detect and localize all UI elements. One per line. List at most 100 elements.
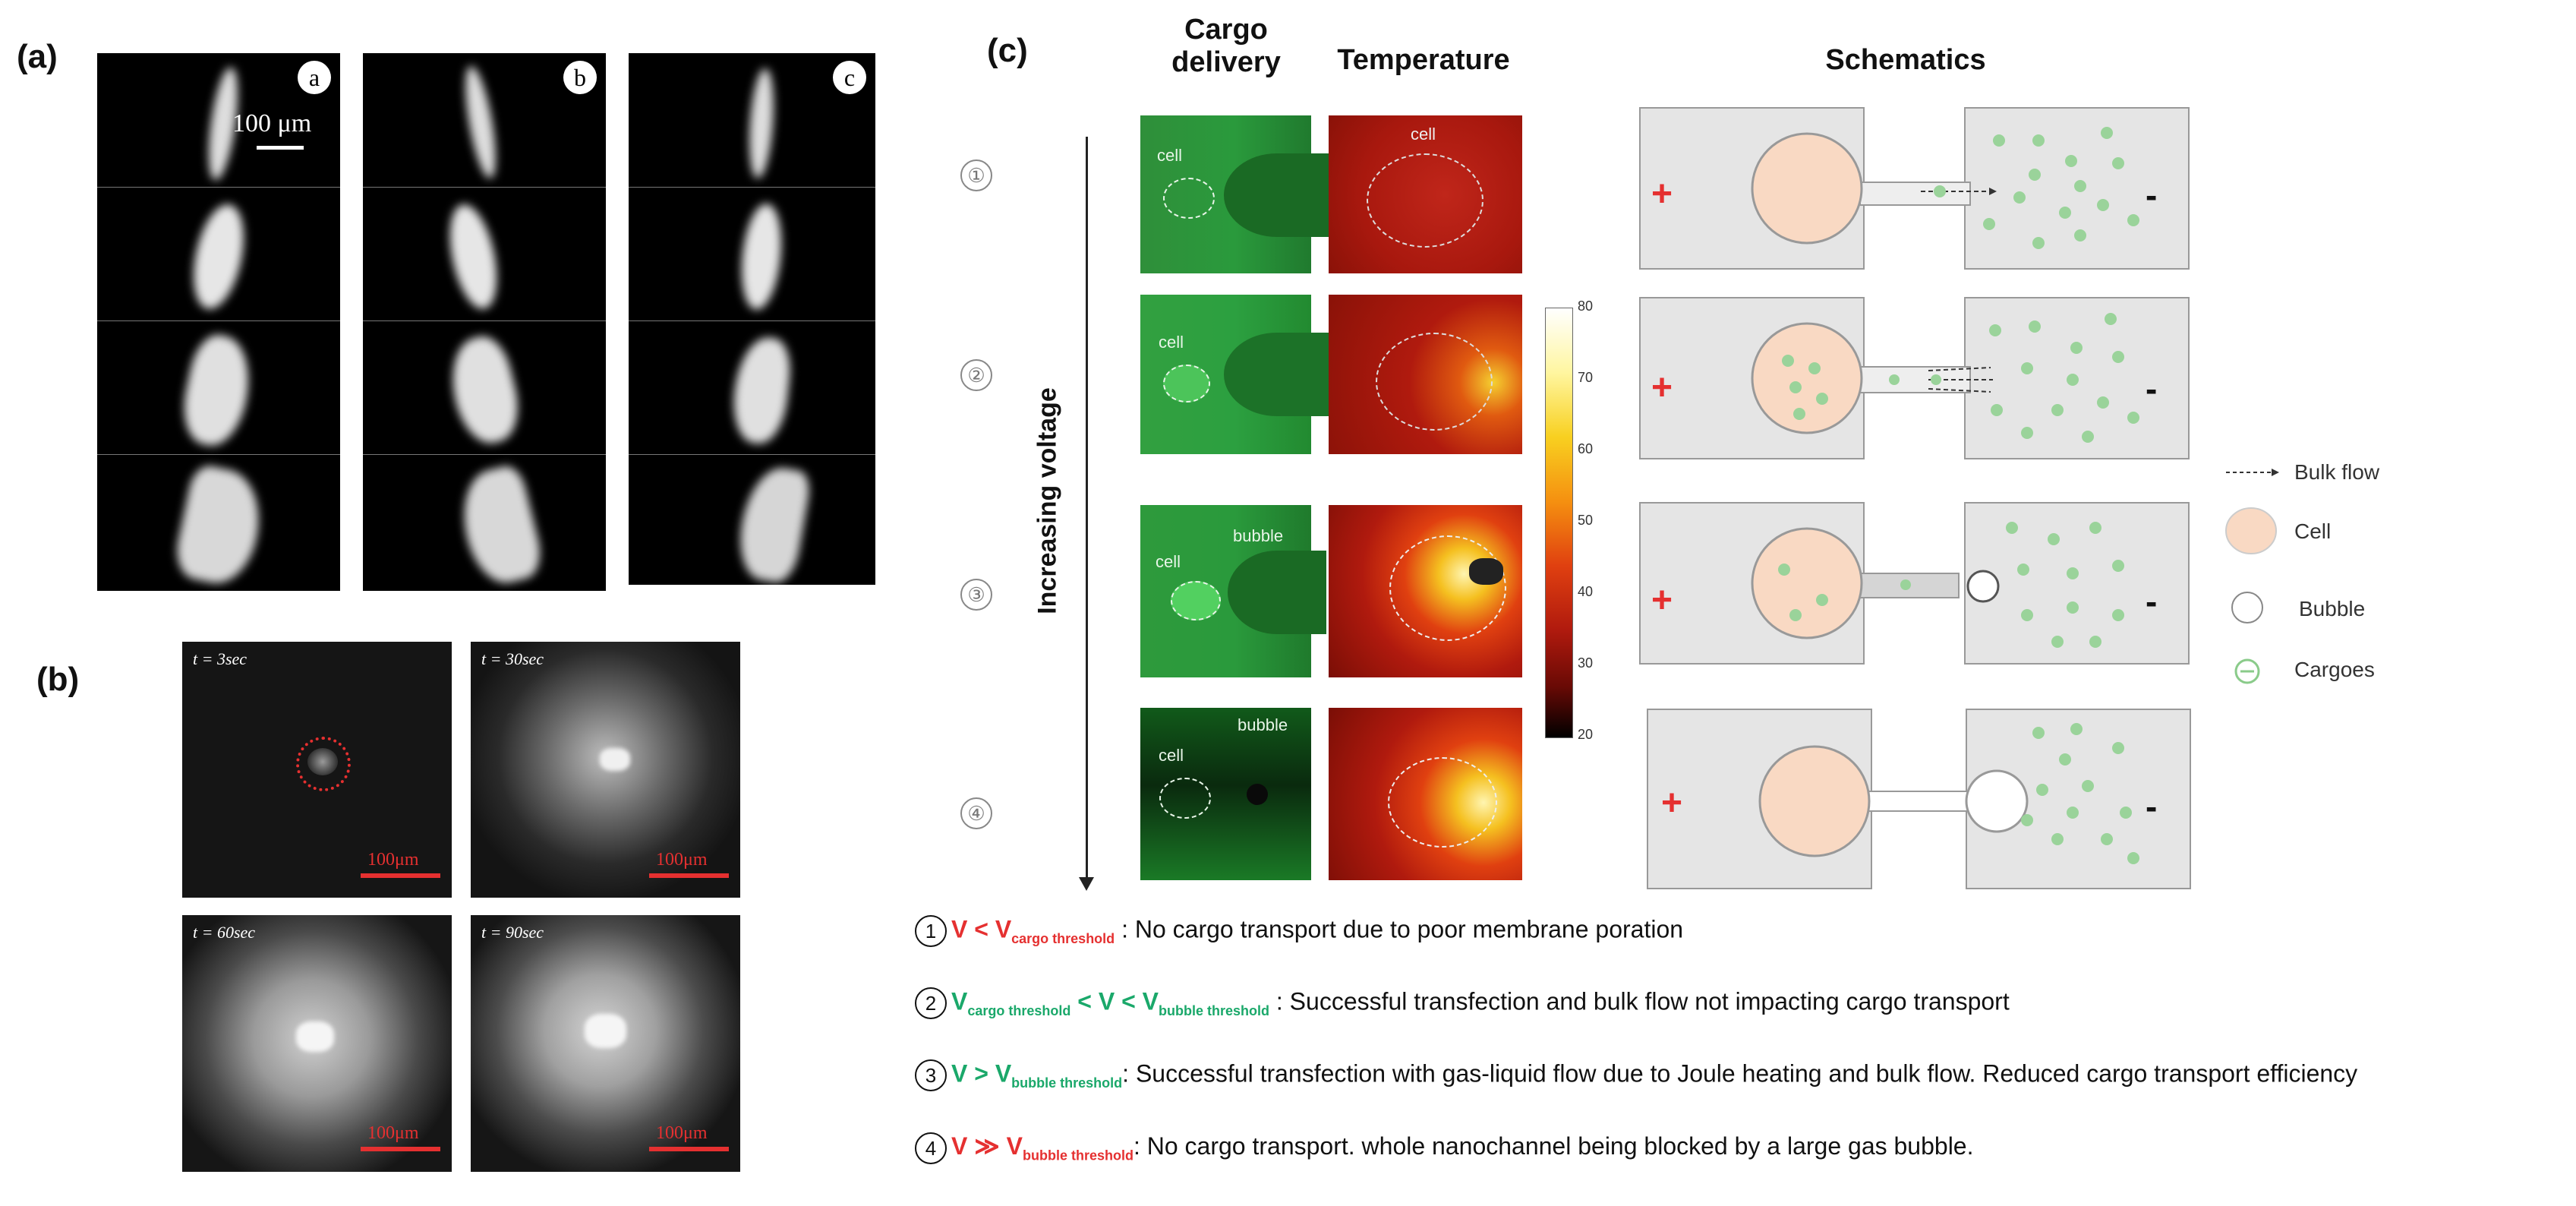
plus-sign-2: + — [1651, 368, 1673, 408]
cell-image — [442, 331, 527, 450]
column-letter-c: c — [833, 61, 866, 94]
frame-a3 — [97, 322, 340, 453]
cell-outline — [1163, 365, 1210, 403]
column-letter-a: a — [298, 61, 331, 94]
minus-sign-2: - — [2146, 369, 2158, 409]
scale-bar — [649, 873, 729, 878]
plus-sign-3: + — [1651, 580, 1673, 620]
cargo-image-1: cell — [1140, 115, 1330, 273]
cell-outline — [1367, 153, 1483, 248]
cargo-image-3: cell bubble — [1140, 505, 1326, 677]
cargo-image-2: cell — [1140, 295, 1330, 454]
bubble-spot — [1247, 784, 1268, 805]
row-number-3: ③ — [960, 579, 992, 611]
panel-c-label: (c) — [987, 32, 1028, 69]
frame-t90: t = 90sec 100μm — [471, 915, 740, 1172]
temperature-colorbar — [1545, 308, 1573, 738]
cell-image — [733, 463, 813, 585]
scale-bar — [257, 146, 304, 150]
row-number-1: ① — [960, 159, 992, 191]
cell-image — [452, 463, 547, 590]
cell-image — [442, 200, 505, 314]
cell-image — [175, 330, 259, 451]
frame-c3 — [629, 322, 875, 453]
scale-label: 100μm — [367, 1123, 419, 1143]
header-schematics: Schematics — [1825, 44, 1986, 76]
cell-image — [746, 68, 777, 179]
frame-a4 — [97, 456, 340, 591]
cell-outline — [1171, 581, 1221, 620]
frame-b2 — [363, 188, 606, 319]
panel-b: t = 3sec 100μm t = 30sec 100μm t = 60sec… — [182, 642, 744, 1173]
temperature-image-4 — [1329, 708, 1522, 880]
cell-outline — [1376, 333, 1493, 431]
cell-outline — [1388, 757, 1497, 848]
plus-sign-1: + — [1651, 174, 1673, 214]
frame-t30: t = 30sec 100μm — [471, 642, 740, 898]
panel-a: a 100 μm b — [97, 53, 875, 591]
time-label: t = 30sec — [481, 649, 544, 668]
cell-outline — [1159, 778, 1211, 819]
schematics-diagram — [1639, 107, 2191, 889]
scale-bar — [361, 1147, 440, 1151]
cell-image — [185, 200, 252, 314]
scale-bar — [649, 1147, 729, 1151]
cell-outline — [1389, 535, 1506, 641]
cell-image — [729, 334, 794, 447]
frame-a1: a 100 μm — [97, 53, 340, 184]
scale-label: 100μm — [656, 1123, 708, 1143]
frame-c2 — [629, 188, 875, 319]
time-label: t = 90sec — [481, 923, 544, 942]
minus-sign-3: - — [2146, 582, 2158, 621]
frame-t3: t = 3sec 100μm — [182, 642, 452, 898]
cell-image — [736, 201, 787, 312]
frame-c4 — [629, 456, 875, 585]
cell-image — [171, 463, 270, 590]
scale-label: 100μm — [367, 850, 419, 870]
header-cargo-delivery: Cargo delivery — [1171, 14, 1281, 78]
target-cell-circle — [296, 737, 351, 791]
frame-t60: t = 60sec 100μm — [182, 915, 452, 1172]
panel-b-label: (b) — [36, 661, 80, 698]
cell-label: cell — [1156, 552, 1181, 571]
row-number-2: ② — [960, 359, 992, 391]
colorbar-ticks: 80 70 60 50 40 30 20 — [1578, 298, 1594, 742]
cell-label: cell — [1411, 125, 1436, 144]
cargo-image-4: cell bubble — [1140, 708, 1311, 880]
schematic-row-4 — [1647, 709, 2191, 889]
schematic-row-3 — [1639, 502, 2190, 665]
voltage-axis-line — [1086, 137, 1088, 881]
minus-sign-1: - — [2146, 175, 2158, 215]
cell-label: cell — [1159, 746, 1184, 765]
temperature-image-1: cell — [1329, 115, 1522, 273]
legend-cargoes: Cargoes — [2294, 658, 2375, 681]
frame-b1: b — [363, 53, 606, 184]
bubble-label: bubble — [1233, 526, 1284, 545]
bubble-label: bubble — [1238, 715, 1288, 734]
frame-b3 — [363, 322, 606, 453]
legend-cell: Cell — [2294, 519, 2332, 543]
panel-a-column-2: b — [363, 53, 606, 591]
legend-bubble: Bubble — [2299, 597, 2366, 620]
row-number-4: ④ — [960, 797, 992, 829]
panel-a-column-1: a 100 μm — [97, 53, 340, 591]
cell-label: cell — [1157, 146, 1183, 165]
scale-label: 100 μm — [232, 109, 312, 137]
voltage-axis-label: Increasing voltage — [1033, 387, 1062, 614]
cell-outline — [1163, 178, 1215, 219]
time-label: t = 60sec — [193, 923, 256, 942]
temperature-image-3 — [1329, 505, 1522, 677]
schematic-row-1 — [1639, 107, 2190, 270]
temperature-image-2 — [1329, 295, 1522, 454]
column-letter-b: b — [563, 61, 597, 94]
frame-b4 — [363, 456, 606, 591]
frame-a2 — [97, 188, 340, 319]
panel-a-column-3: c — [629, 53, 875, 585]
plus-sign-4: + — [1661, 783, 1683, 823]
scale-bar — [361, 873, 440, 878]
legend-bulk-flow: Bulk flow — [2294, 460, 2380, 484]
